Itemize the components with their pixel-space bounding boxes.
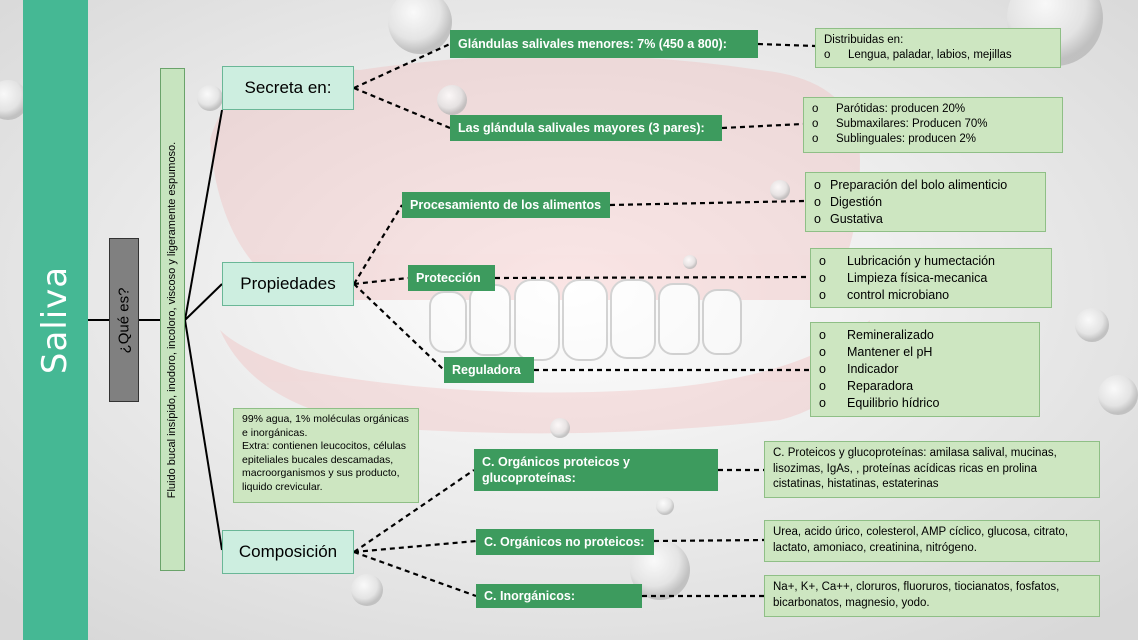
no-proteicos-box: C. Orgánicos no proteicos:: [476, 529, 654, 555]
question-box: [109, 238, 139, 402]
proteccion-label: Protección: [416, 271, 481, 285]
proteicos-detail-text: C. Proteicos y glucoproteínas: amilasa s…: [773, 447, 1057, 490]
definition-box: [160, 68, 185, 571]
proteicos-box: C. Orgánicos proteicos y glucoproteínas:: [474, 449, 718, 491]
definition-text: Fluido bucal insípido, inodoro, incoloro…: [166, 141, 179, 498]
no-proteicos-label: C. Orgánicos no proteicos:: [484, 535, 645, 549]
question-container: ¿Qué es?: [109, 238, 139, 402]
no-proteicos-detail: Urea, acido úrico, colesterol, AMP cícli…: [764, 520, 1100, 562]
inorganicos-detail-text: Na+, K+, Ca++, cloruros, fluoruros, tioc…: [773, 581, 1060, 609]
reguladora-box: Reguladora: [444, 357, 534, 383]
no-proteicos-detail-text: Urea, acido úrico, colesterol, AMP cícli…: [773, 526, 1069, 554]
procesamiento-label: Procesamiento de los alimentos: [410, 198, 602, 212]
title-bar: [23, 0, 88, 640]
menores-box: Glándulas salivales menores: 7% (450 a 8…: [450, 30, 758, 58]
title-container: Saliva: [23, 0, 88, 640]
branch-propiedades: Propiedades: [222, 262, 354, 306]
inorganicos-label: C. Inorgánicos:: [484, 589, 575, 603]
inorganicos-box: C. Inorgánicos:: [476, 584, 642, 608]
proteicos-label: C. Orgánicos proteicos y glucoproteínas:: [482, 455, 630, 485]
branch-composicion-label: Composición: [238, 542, 338, 561]
question-label: ¿Qué es?: [115, 287, 133, 353]
branch-secreta-label: Secreta en:: [244, 78, 332, 97]
water-droplets: [0, 0, 1138, 606]
title: Saliva: [35, 265, 76, 375]
procesamiento-box: Procesamiento de los alimentos: [402, 192, 610, 218]
reguladora-label: Reguladora: [452, 363, 521, 377]
proteicos-detail: C. Proteicos y glucoproteínas: amilasa s…: [764, 441, 1100, 498]
mayores-box: Las glándula salivales mayores (3 pares)…: [450, 115, 722, 141]
branch-propiedades-label: Propiedades: [240, 274, 336, 293]
proteccion-box: Protección: [408, 265, 495, 291]
definition-container: Fluido bucal insípido, inodoro, incoloro…: [160, 68, 185, 571]
inorganicos-detail: Na+, K+, Ca++, cloruros, fluoruros, tioc…: [764, 575, 1100, 617]
branch-composicion: Composición: [222, 530, 354, 574]
composition-note: 99% agua, 1% moléculas orgánicas e inorg…: [233, 408, 419, 503]
menores-label: Glándulas salivales menores: 7% (450 a 8…: [458, 37, 727, 51]
menores-detail-title: Distribuidas en:: [824, 34, 904, 46]
mayores-label: Las glándula salivales mayores (3 pares)…: [458, 121, 705, 135]
branch-secreta: Secreta en:: [222, 66, 354, 110]
